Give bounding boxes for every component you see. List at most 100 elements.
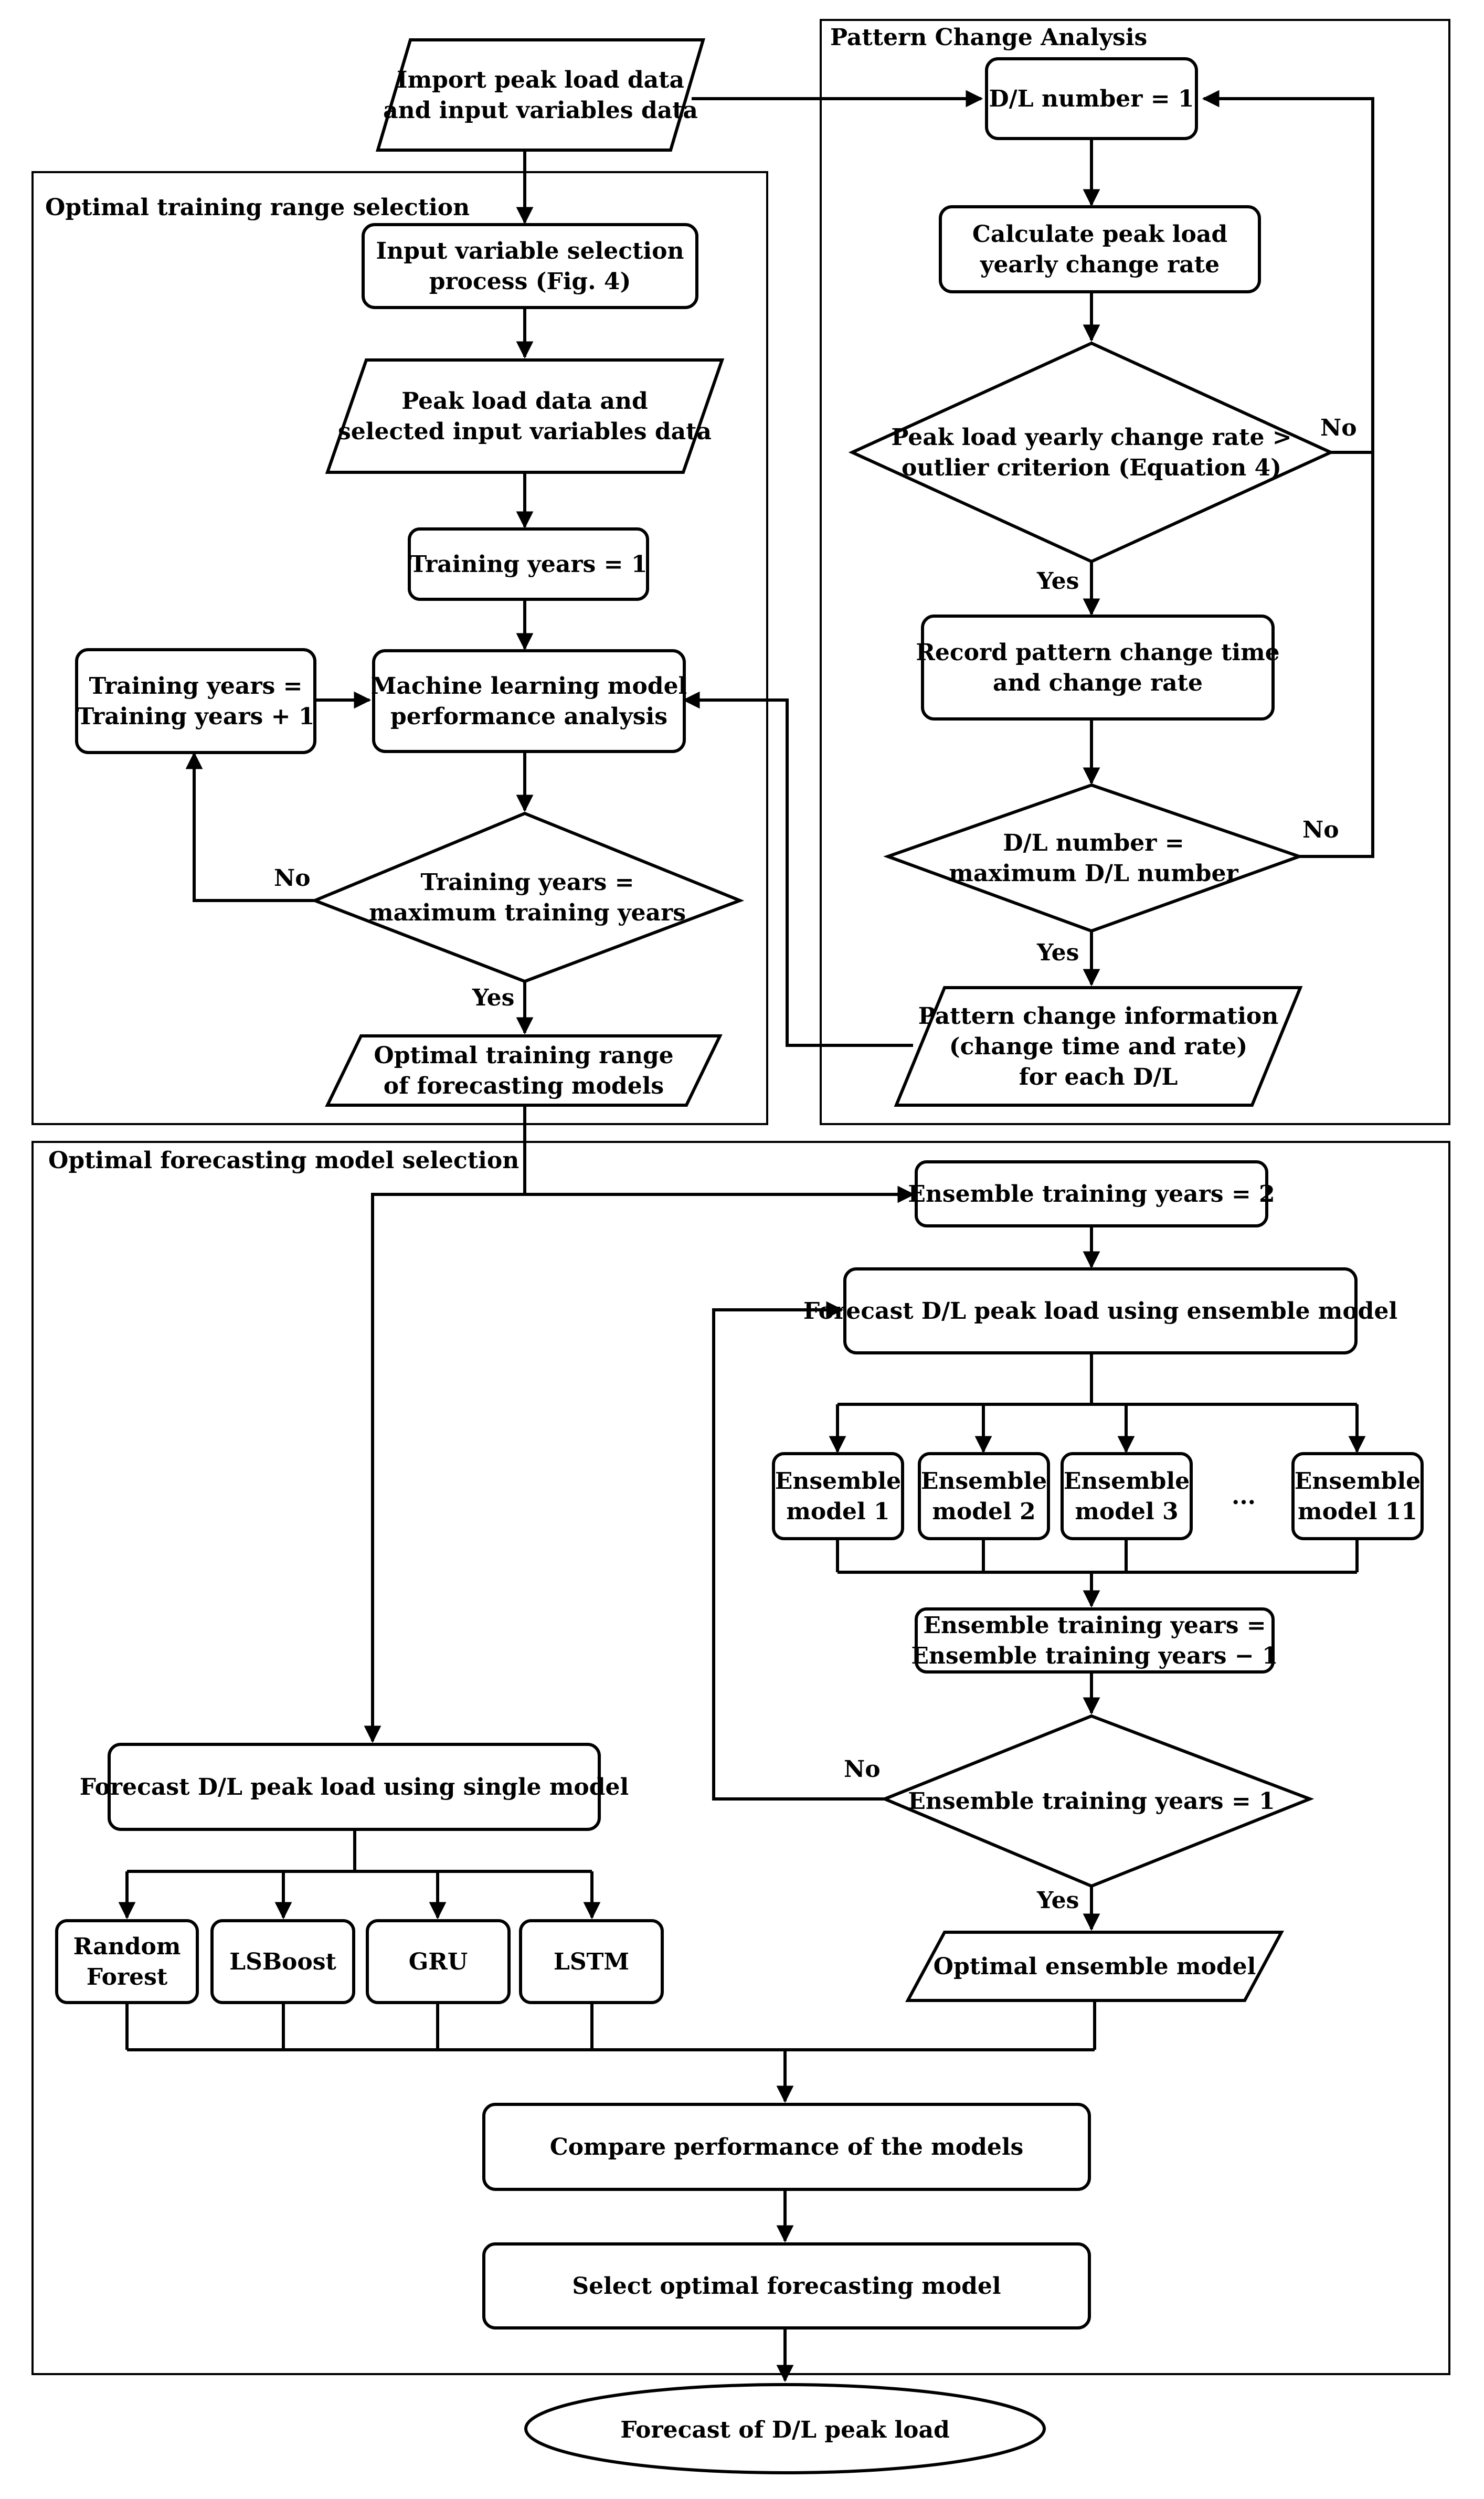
label-gru: GRU [409,1949,468,1975]
label-tymax-line: maximum training years [369,899,686,926]
calc-change-rate-node [939,205,1261,293]
label-outlier: Peak load yearly change rate > outlier cr… [891,424,1291,481]
ensemble-model-2-node [918,1452,1050,1540]
label-mlperf-line: performance analysis [390,703,667,730]
record-pattern-node [921,615,1275,721]
edge-ety1-no [712,1301,885,1801]
label-em2-line: model 2 [932,1498,1035,1525]
label-etyminus-line: Ensemble training years − 1 [911,1643,1278,1669]
label-optrange-line: Optimal training range [374,1042,673,1069]
label-em2-line: Ensemble [921,1468,1047,1495]
label-dlmax-line: maximum D/L number [949,860,1238,887]
label-dlmax: D/L number = maximum D/L number [949,830,1238,887]
label-etyminus: Ensemble training years = Ensemble traini… [911,1612,1278,1669]
label-em2: Ensemble model 2 [921,1468,1047,1525]
label-dl1: D/L number = 1 [989,86,1194,112]
label-ety2-line: Ensemble training years = 2 [908,1181,1275,1208]
label-compare-line: Compare performance of the models [550,2134,1024,2161]
label-outlier-line: outlier criterion (Equation 4) [902,454,1281,481]
forecasting-section-title: Optimal forecasting model selection [48,1147,519,1174]
label-outlier-line: Peak load yearly change rate > [891,424,1291,451]
label-compare: Compare performance of the models [550,2134,1024,2161]
label-dl1-line: D/L number = 1 [989,86,1194,112]
edge-dlmax-no [1299,452,1374,858]
label-em11: Ensemble model 11 [1295,1468,1421,1525]
import-data-node [375,38,706,152]
label-tymax: Training years = maximum training years [369,869,686,926]
label-etyminus-line: Ensemble training years = [923,1612,1266,1639]
label-optrange-line: of forecasting models [384,1073,664,1099]
outlier-yes-label: Yes [1036,568,1079,595]
outlier-decision-node [848,341,1335,564]
label-lstm-line: LSTM [554,1949,629,1975]
label-gru-line: GRU [409,1949,468,1975]
ensemble-model-3-node [1061,1452,1193,1540]
pattern-change-section [820,19,1450,1125]
label-lstm: LSTM [554,1949,629,1975]
edge-tymax-no [185,751,315,902]
compare-performance-node [482,2103,1091,2191]
input-variable-selection-node [362,223,698,309]
label-patinfo-line: Pattern change information [918,1003,1279,1030]
label-em11-line: Ensemble [1295,1468,1421,1495]
label-final: Forecast of D/L peak load [620,2417,950,2443]
label-mlperf-line: Machine learning model [371,673,687,700]
ensemble-model-11-node [1291,1452,1424,1540]
ensemble-years-minus-node [915,1607,1275,1674]
label-fens: Forecast D/L peak load using ensemble mo… [803,1298,1397,1325]
label-em1-line: Ensemble [775,1468,901,1495]
label-fsingle-line: Forecast D/L peak load using single mode… [80,1774,629,1801]
tymax-no-label: No [274,865,311,892]
label-calc-line: Calculate peak load [972,221,1227,248]
ety1-no-label: No [844,1756,881,1783]
label-patinfo-line: for each D/L [1019,1064,1178,1090]
random-forest-node [55,1919,199,2004]
forecast-single-node [108,1743,601,1831]
label-selopt: Select optimal forecasting model [572,2273,1001,2300]
outlier-no-label: No [1320,415,1357,441]
label-selopt-line: Select optimal forecasting model [572,2273,1001,2300]
select-optimal-node [482,2242,1091,2329]
label-ety1: Ensemble training years = 1 [908,1788,1275,1815]
label-ty1-line: Training years = 1 [410,551,648,578]
peak-load-data-node [325,358,725,474]
label-ety2: Ensemble training years = 2 [908,1181,1275,1208]
label-record-line: and change rate [993,670,1203,696]
edges [118,90,1374,2382]
ensemble-years-decision-node [881,1714,1315,1888]
edge-patinfo-to-mlperf [682,691,913,1047]
dl-number-1-node [985,57,1198,140]
gru-node [366,1919,511,2004]
final-forecast-node [524,2383,1046,2474]
ety1-yes-label: Yes [1036,1887,1079,1914]
tymax-yes-label: Yes [472,984,514,1011]
training-section-title: Optimal training range selection [45,194,470,221]
label-typlus-line: Training years + 1 [77,703,315,730]
label-ety1-line: Ensemble training years = 1 [908,1788,1275,1815]
label-patinfo-line: (change time and rate) [949,1033,1248,1060]
label-ivs-line: process (Fig. 4) [429,268,631,295]
label-tymax-line: Training years = [421,869,634,896]
lstm-node [519,1919,664,2004]
label-mlperf: Machine learning model performance analys… [371,673,687,730]
optimal-ensemble-node [905,1931,1285,2002]
label-ty1: Training years = 1 [410,551,648,578]
label-dlmax-line: D/L number = [1003,830,1184,856]
label-emdots: ... [1232,1483,1256,1510]
label-lsboost-line: LSBoost [229,1949,336,1975]
label-em3-line: model 3 [1075,1498,1178,1525]
label-optrange: Optimal training range of forecasting mod… [374,1042,673,1099]
ml-performance-node [372,649,686,753]
label-patinfo: Pattern change information (change time a… [918,1003,1279,1090]
training-years-1-node [408,527,649,601]
edge-outlier-no [1202,90,1374,454]
label-rf-line: Forest [87,1964,168,1990]
label-em11-line: model 11 [1298,1498,1417,1525]
edge-split-to-single [364,1193,525,1743]
